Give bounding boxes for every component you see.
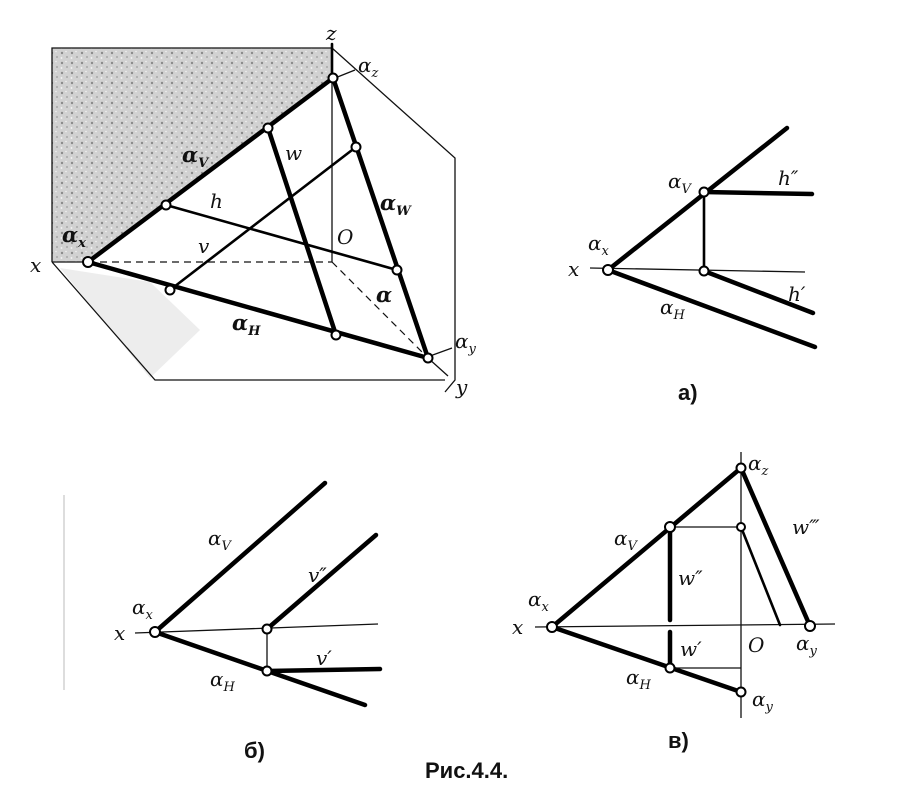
label-w3-c: w‴ xyxy=(792,515,820,539)
label-x-c: x xyxy=(512,615,523,639)
label-w: w xyxy=(285,141,302,165)
label-o-c: O xyxy=(748,633,764,657)
label-y: y xyxy=(455,375,468,399)
point-v-on-aw xyxy=(350,141,362,153)
point-v1-b xyxy=(261,665,273,677)
point-ah-w1 xyxy=(664,662,676,674)
label-v: v xyxy=(198,234,210,258)
label-z: z xyxy=(325,21,337,45)
frontal-plane-shading xyxy=(52,48,332,262)
label-alpha-plane: α xyxy=(376,282,392,307)
trace-ah-b xyxy=(152,629,368,708)
label-x: x xyxy=(30,253,41,277)
horizontal-plane-shading xyxy=(60,268,200,378)
label-h: h xyxy=(210,189,223,213)
label-v2-b: v″ xyxy=(308,563,327,587)
label-av: αV xyxy=(182,142,210,171)
trace-ah xyxy=(85,259,431,361)
point-h-on-aw xyxy=(391,264,403,276)
horizontal-line-h xyxy=(164,203,399,272)
v1-projection xyxy=(264,666,383,674)
label-ax: αx xyxy=(62,222,86,251)
trace-av-c xyxy=(549,465,744,630)
epure-b: x αx αV αH v″ v′ б) xyxy=(63,480,383,763)
label-v1-b: v′ xyxy=(316,646,332,670)
h1-projection xyxy=(701,268,816,316)
profile-plane-border xyxy=(331,47,456,393)
label-h2-a: h″ xyxy=(778,166,799,190)
frontal-line-v xyxy=(168,145,358,292)
point-h1-a xyxy=(698,265,710,277)
caption-b: б) xyxy=(244,738,265,763)
label-ah: αH xyxy=(232,310,261,339)
point-v-on-ah xyxy=(164,284,176,296)
trace-av xyxy=(85,75,336,265)
trace-aw xyxy=(330,75,431,361)
label-av-c: αV xyxy=(614,526,639,554)
epure-c: αz x αx αV αH w‴ w″ w′ O αy αy в) xyxy=(512,451,836,753)
point-h-on-av xyxy=(160,199,172,211)
trace-ah-a xyxy=(605,267,818,350)
label-az: αz xyxy=(358,53,379,81)
label-az-c: αz xyxy=(748,451,769,479)
label-ay-bottom-c: αy xyxy=(752,687,774,715)
label-o: O xyxy=(337,225,353,249)
trace-ah-c xyxy=(549,624,744,695)
point-az-c xyxy=(735,462,747,474)
label-w1-c: w′ xyxy=(680,637,702,661)
label-ax-c: αx xyxy=(528,587,550,615)
label-aw: αW xyxy=(380,190,412,219)
trace-av-b xyxy=(152,480,328,635)
label-x-a: x xyxy=(568,257,579,281)
horizontal-plane-border xyxy=(51,261,445,381)
label-ax-a: αx xyxy=(588,231,610,259)
point-v2-b xyxy=(261,623,273,635)
x-axis-c xyxy=(534,623,836,628)
label-ah-a: αH xyxy=(660,295,686,323)
profile-line-w xyxy=(265,125,339,338)
point-ax-b xyxy=(149,626,161,638)
point-ax xyxy=(82,256,94,268)
point-ax-a xyxy=(602,264,614,276)
point-w3-top xyxy=(736,522,746,532)
label-ay: αy xyxy=(455,329,477,357)
x-axis-b xyxy=(134,623,379,634)
label-ah-b: αH xyxy=(210,667,236,695)
y-axis xyxy=(331,261,429,359)
spatial-view: z αz x αx αV αH αW αy y O α h v w xyxy=(30,21,477,399)
point-w-on-ah xyxy=(330,329,342,341)
label-h1-a: h′ xyxy=(788,282,806,306)
w3-projection xyxy=(739,525,782,627)
point-av-w2 xyxy=(664,521,676,533)
label-av-b: αV xyxy=(208,526,233,554)
label-ah-c: αH xyxy=(626,665,652,693)
h2-projection xyxy=(701,189,815,197)
ay-leader xyxy=(429,347,453,357)
caption-c: в) xyxy=(668,728,689,753)
trace-aw-c xyxy=(738,465,813,629)
point-az xyxy=(327,72,339,84)
label-av-a: αV xyxy=(668,169,693,197)
point-ay xyxy=(422,352,434,364)
label-ay-right-c: αy xyxy=(796,631,818,659)
figure-caption: Рис.4.4. xyxy=(425,758,508,783)
label-ax-b: αx xyxy=(132,595,154,623)
point-ay-right xyxy=(804,620,816,632)
point-w-on-av xyxy=(262,122,274,134)
epure-a: x αx αV αH h″ h′ а) xyxy=(568,125,818,405)
point-h2-a xyxy=(698,186,710,198)
label-w2-c: w″ xyxy=(678,566,703,590)
v2-projection xyxy=(264,532,379,632)
label-x-b: x xyxy=(114,621,125,645)
point-ay-bottom xyxy=(735,686,747,698)
caption-a: а) xyxy=(678,380,698,405)
frontal-plane-border xyxy=(51,47,332,262)
x-axis-a xyxy=(589,267,806,273)
point-ax-c xyxy=(546,621,558,633)
trace-av-a xyxy=(605,125,790,273)
